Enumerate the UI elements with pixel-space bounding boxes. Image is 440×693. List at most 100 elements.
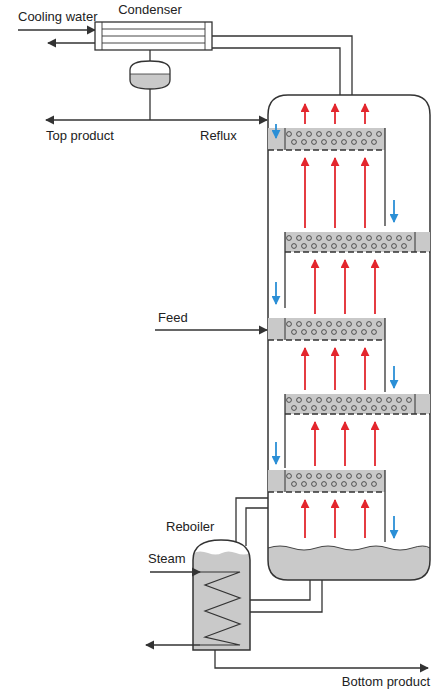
vapour-arrow [374, 422, 376, 466]
bubble [302, 406, 307, 411]
bubble [347, 236, 352, 241]
bubble [377, 474, 382, 479]
vapour-return [236, 498, 268, 542]
bubble [287, 132, 292, 137]
reboiler-shell [193, 540, 250, 650]
bubble [327, 474, 332, 479]
bubble [352, 244, 357, 249]
bubble [322, 330, 327, 335]
bubble [302, 482, 307, 487]
bubble [302, 244, 307, 249]
condenser-unit: Condenser [115, 1, 185, 19]
bubble [372, 140, 377, 145]
bubble [332, 140, 337, 145]
vapour-pipe [212, 36, 352, 95]
bubble [352, 330, 357, 335]
bubble [372, 406, 377, 411]
bubble [377, 236, 382, 241]
tray-edge [415, 232, 416, 252]
bubble [342, 140, 347, 145]
bubble [322, 406, 327, 411]
bubble [377, 322, 382, 327]
bubble [317, 474, 322, 479]
bubble [292, 406, 297, 411]
downcomer [284, 232, 285, 308]
bubble [382, 406, 387, 411]
bubble [337, 236, 342, 241]
tray-liquid [268, 470, 385, 492]
tray-plate [268, 491, 385, 492]
liquid-arrow [275, 282, 277, 304]
vapour-arrow [334, 348, 336, 390]
vapour-arrow [344, 422, 346, 466]
unit-label: Condenser [118, 2, 182, 18]
bubble [287, 236, 292, 241]
bubble [407, 236, 412, 241]
bubble [342, 406, 347, 411]
reflux-line [150, 119, 267, 120]
bubble [392, 244, 397, 249]
bubble [292, 482, 297, 487]
tray-edge [285, 128, 286, 150]
bubble [407, 398, 412, 403]
bubble [397, 398, 402, 403]
bubble [312, 140, 317, 145]
bubble [317, 132, 322, 137]
stream-label: Cooling water [18, 9, 98, 25]
vapour-arrow [364, 158, 366, 228]
bubble [302, 140, 307, 145]
bubble [317, 398, 322, 403]
downcomer [384, 470, 385, 542]
downcomer [284, 394, 285, 468]
bubble [387, 236, 392, 241]
bubble [292, 140, 297, 145]
bubble [327, 236, 332, 241]
bubble [367, 236, 372, 241]
downcomer [384, 318, 385, 392]
bubble [367, 322, 372, 327]
bubble [352, 406, 357, 411]
reboiler-unit: Reboiler [163, 518, 217, 536]
tray-liquid [268, 318, 385, 340]
bubble [332, 330, 337, 335]
bubble [402, 244, 407, 249]
bubble [367, 398, 372, 403]
bubble [322, 140, 327, 145]
bubble [292, 244, 297, 249]
bubble [312, 244, 317, 249]
column-shell [268, 95, 430, 580]
bubble [362, 140, 367, 145]
bubble [287, 474, 292, 479]
reflux-drum [130, 61, 170, 89]
condensate-line [146, 644, 200, 645]
bubble [382, 244, 387, 249]
stream-label: Reflux [200, 128, 237, 144]
liquid-arrow [275, 124, 277, 138]
bubble [392, 406, 397, 411]
bubble [292, 330, 297, 335]
tray-liquid [285, 232, 430, 252]
bubble [357, 322, 362, 327]
drum-pipe [149, 50, 150, 61]
bottom-product-line [215, 650, 428, 668]
tray-edge [415, 394, 416, 414]
vapour-arrow [314, 260, 316, 314]
liquid-arrow [275, 442, 277, 464]
liquid-arrow [393, 366, 395, 388]
vapour-arrow [304, 500, 306, 538]
vapour-arrow [304, 348, 306, 390]
vapour-arrow [304, 158, 306, 228]
bubble [372, 330, 377, 335]
liquid-arrow [393, 516, 395, 538]
bubble [362, 330, 367, 335]
bubble [307, 398, 312, 403]
bubble [327, 322, 332, 327]
bubble [367, 474, 372, 479]
bubble [332, 406, 337, 411]
bubble [332, 244, 337, 249]
vapour-pipe [212, 48, 340, 95]
vapour-arrow [364, 348, 366, 390]
bubble [297, 132, 302, 137]
bubble [342, 330, 347, 335]
